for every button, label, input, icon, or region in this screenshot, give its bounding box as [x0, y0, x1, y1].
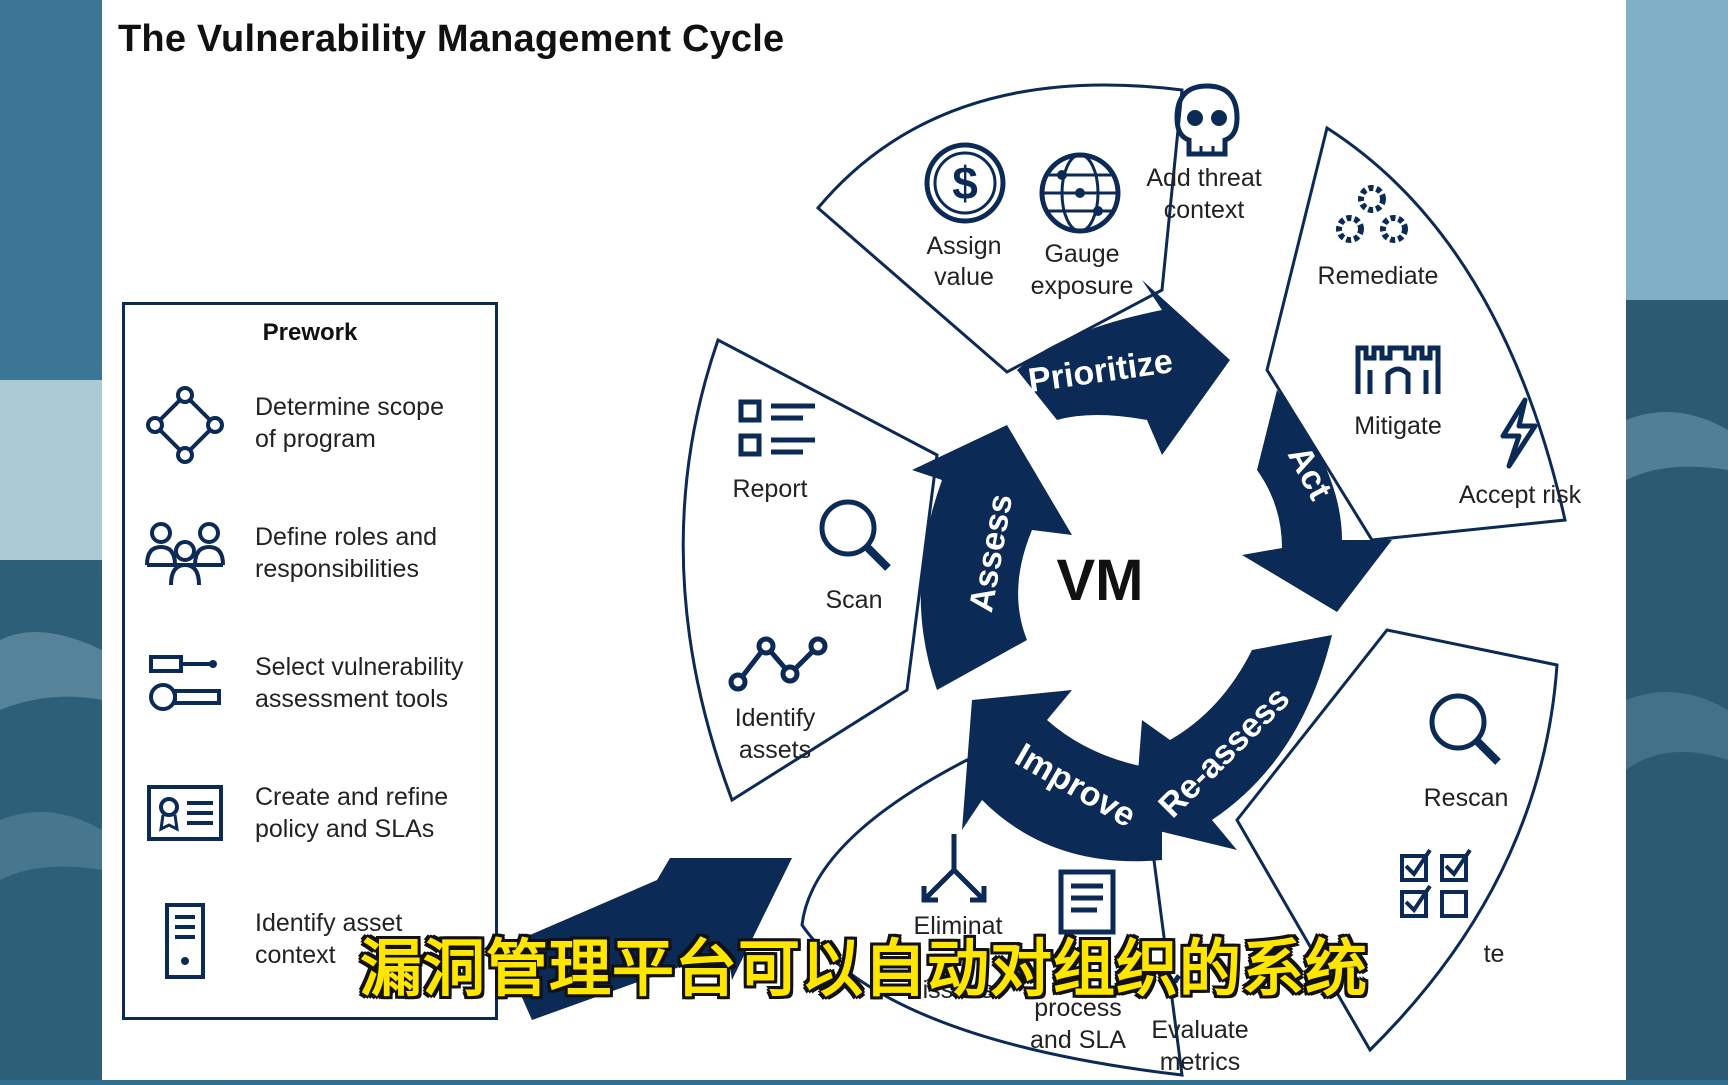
prework-label-line1: Identify asset — [255, 909, 403, 937]
castle-icon — [1355, 345, 1441, 394]
arrow-from-prework — [500, 858, 792, 1020]
ocean-waves-right — [1626, 0, 1728, 1080]
arrow-act — [1242, 390, 1392, 612]
prework-label-line1: Determine scope — [255, 393, 444, 421]
prework-label: Select vulnerability assessment tools — [255, 651, 495, 715]
item-label: value — [934, 263, 994, 291]
item-label: Add threat — [1146, 164, 1261, 192]
item-label: te — [1484, 940, 1505, 968]
arrow-prioritize — [1017, 280, 1230, 455]
prework-title: Prework — [262, 319, 358, 346]
prework-item-tools: Select vulnerability assessment tools — [145, 645, 495, 735]
cycle-arrows — [500, 280, 1392, 1020]
tools-key-icon — [149, 655, 221, 711]
prework-label: Identify asset context — [255, 907, 495, 971]
report-list-icon — [738, 399, 815, 457]
ocean-background-right — [1626, 0, 1728, 1080]
arrow-reassess — [1134, 635, 1332, 850]
item-label: and SLA — [1030, 1026, 1126, 1054]
item-label: assets — [739, 736, 811, 764]
people-roles-icon — [145, 522, 225, 586]
ocean-waves-left — [0, 0, 102, 1080]
slide-title: The Vulnerability Management Cycle — [118, 18, 785, 60]
item-label: Gauge — [1044, 240, 1119, 268]
item-label: process — [1034, 994, 1122, 1022]
center-label-vm: VM — [1057, 548, 1144, 613]
globe-network-icon — [1039, 152, 1121, 234]
item-label: Rescan — [1424, 784, 1509, 812]
vm-cycle-diagram: Prioritize Act Re-assess Improve Assess … — [500, 83, 1582, 1077]
item-label: Scan — [826, 586, 883, 614]
prework-label-line2: context — [255, 941, 336, 969]
prework-label: Define roles and responsibilities — [255, 521, 495, 585]
magnifier-icon — [819, 499, 891, 571]
item-label: Eliminat — [914, 912, 1003, 940]
prework-label-line2: of program — [255, 425, 376, 453]
petal-act — [1265, 125, 1567, 542]
item-label: Evaluate — [1151, 1016, 1248, 1044]
line-chart-icon — [728, 636, 828, 692]
item-label: Identify — [735, 704, 816, 732]
item-label: Accept risk — [1459, 481, 1582, 509]
prework-label-line1: Create and refine — [255, 783, 449, 811]
ocean-background-left — [0, 0, 102, 1080]
item-label: exposure — [1031, 272, 1134, 300]
video-subtitle: 漏洞管理平台可以自动对组织的系统 — [359, 932, 1368, 1005]
server-icon — [165, 903, 205, 979]
item-label: context — [1164, 196, 1245, 224]
arrow-assess — [912, 425, 1072, 690]
document-icon — [1058, 869, 1116, 935]
item-label: metrics — [1160, 1048, 1241, 1076]
skull-icon — [1174, 83, 1240, 157]
prework-item-roles: Define roles and responsibilities — [145, 515, 495, 605]
lightning-icon — [1500, 397, 1538, 469]
arrow-improve — [962, 690, 1162, 862]
dollar-icon: $ — [924, 142, 1006, 224]
slide-canvas: The Vulnerability Management Cycle Prewo… — [102, 0, 1626, 1080]
gauge-icon — [1169, 962, 1235, 996]
prework-item-policy: Create and refine policy and SLAs — [145, 775, 495, 865]
petal-reassess — [1235, 628, 1559, 1053]
checklist-icon — [1400, 848, 1472, 918]
policy-badge-icon — [147, 785, 223, 841]
prework-item-scope: Determine scope of program — [145, 385, 495, 475]
magnifier-icon — [1429, 693, 1501, 765]
prework-label-line2: assessment tools — [255, 685, 449, 713]
prework-label-line1: Select vulnerability — [255, 653, 464, 681]
prework-label-line2: policy and SLAs — [255, 815, 435, 843]
gears-icon — [1336, 185, 1408, 243]
item-label: Assign — [926, 232, 1001, 260]
prework-panel: Prework Determine scope of program — [122, 302, 498, 1020]
svg-text:$: $ — [952, 157, 978, 209]
network-scope-icon — [146, 386, 224, 464]
split-arrows-icon — [921, 834, 987, 903]
item-label: Mitigate — [1354, 412, 1442, 440]
item-label: Remediate — [1318, 262, 1439, 290]
prework-label-line1: Define roles and — [255, 523, 438, 551]
prework-label: Create and refine policy and SLAs — [255, 781, 495, 845]
prework-label: Determine scope of program — [255, 391, 495, 455]
item-label: Report — [732, 475, 807, 503]
prework-label-line2: responsibilities — [255, 555, 419, 583]
item-label: issues — [923, 976, 994, 1004]
prework-item-asset-context: Identify asset context — [145, 901, 495, 991]
